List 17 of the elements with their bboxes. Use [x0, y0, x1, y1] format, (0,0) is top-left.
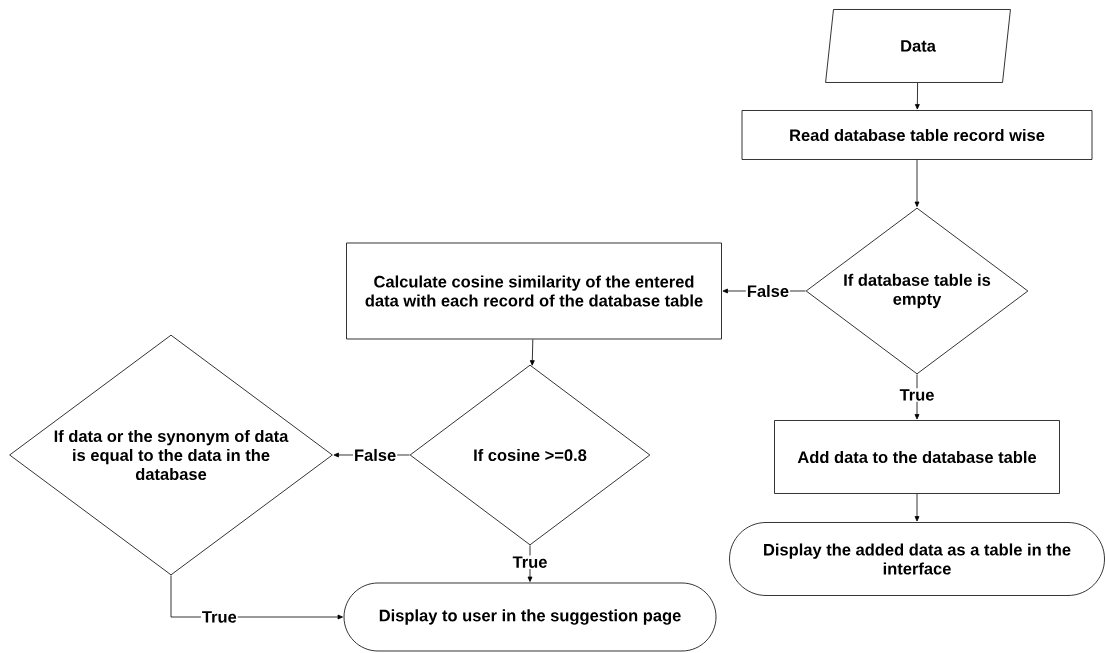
arrow: [914, 374, 920, 420]
terminal-box: Display the added data as a table in the interface: [729, 522, 1105, 596]
arrow: [914, 493, 920, 522]
process-box: Read database table record wise: [741, 110, 1093, 160]
arrow: [527, 545, 533, 582]
edge-label: True: [898, 388, 936, 402]
process-box: Add data to the database table: [774, 420, 1060, 494]
edge-label: False: [353, 447, 398, 463]
process-box: Calculate cosine similarity of the entered data with each record of the database table: [346, 242, 722, 340]
edge-label: False: [745, 283, 791, 299]
input-parallelogram: Data: [825, 9, 1011, 83]
edge-label: True: [200, 610, 238, 624]
arrow: [914, 82, 920, 110]
arrow: [529, 339, 535, 366]
terminal-box: Display to user in the suggestion page: [343, 582, 717, 652]
edge-label: True: [511, 555, 549, 569]
arrow: [914, 159, 920, 207]
